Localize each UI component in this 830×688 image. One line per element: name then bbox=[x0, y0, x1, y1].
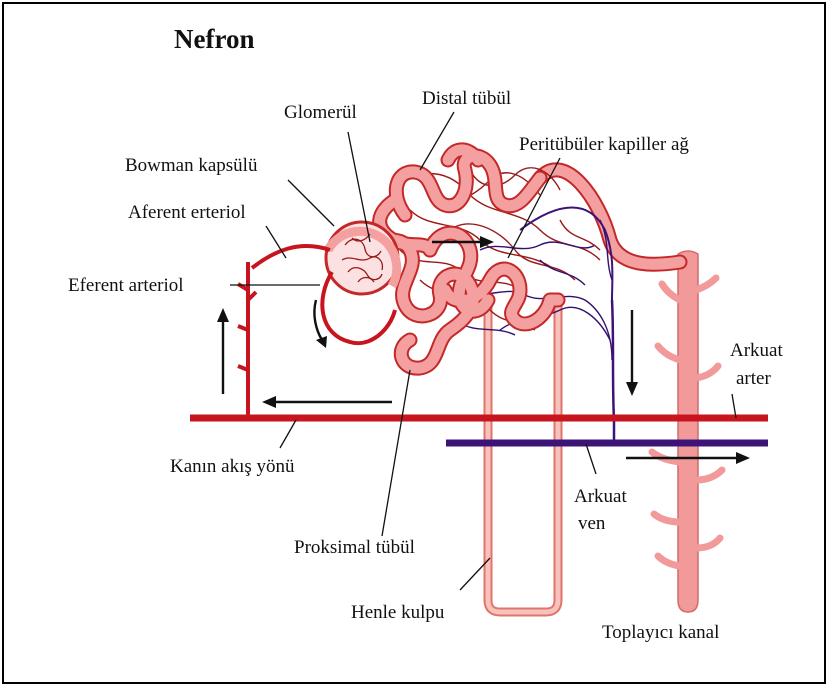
henle-loop bbox=[488, 300, 558, 612]
label-collecting-duct: Toplayıcı kanal bbox=[602, 622, 719, 643]
label-arcuate-vein-line2: ven bbox=[578, 513, 606, 534]
label-bowman-capsule: Bowman kapsülü bbox=[125, 155, 258, 176]
collecting-duct bbox=[652, 251, 722, 612]
label-peritubular-network: Peritübüler kapiller ağ bbox=[519, 134, 689, 155]
label-arcuate-vein-line1: Arkuat bbox=[574, 486, 627, 507]
label-efferent-arteriole: Eferent arteriol bbox=[68, 275, 184, 296]
afferent-arteriole bbox=[252, 246, 330, 268]
label-afferent-arteriole: Aferent erteriol bbox=[128, 202, 246, 223]
label-arcuate-artery-line2: arter bbox=[736, 368, 771, 389]
label-henle-loop: Henle kulpu bbox=[351, 602, 445, 623]
label-distal-tubule: Distal tübül bbox=[422, 88, 511, 109]
label-blood-flow: Kanın akış yönü bbox=[170, 456, 295, 477]
diagram-title: Nefron bbox=[174, 24, 255, 54]
label-proximal-tubule: Proksimal tübül bbox=[294, 537, 415, 558]
bowman-capsule bbox=[326, 222, 398, 294]
label-glomerulus: Glomerül bbox=[284, 102, 357, 123]
label-arcuate-artery-line1: Arkuat bbox=[730, 340, 783, 361]
